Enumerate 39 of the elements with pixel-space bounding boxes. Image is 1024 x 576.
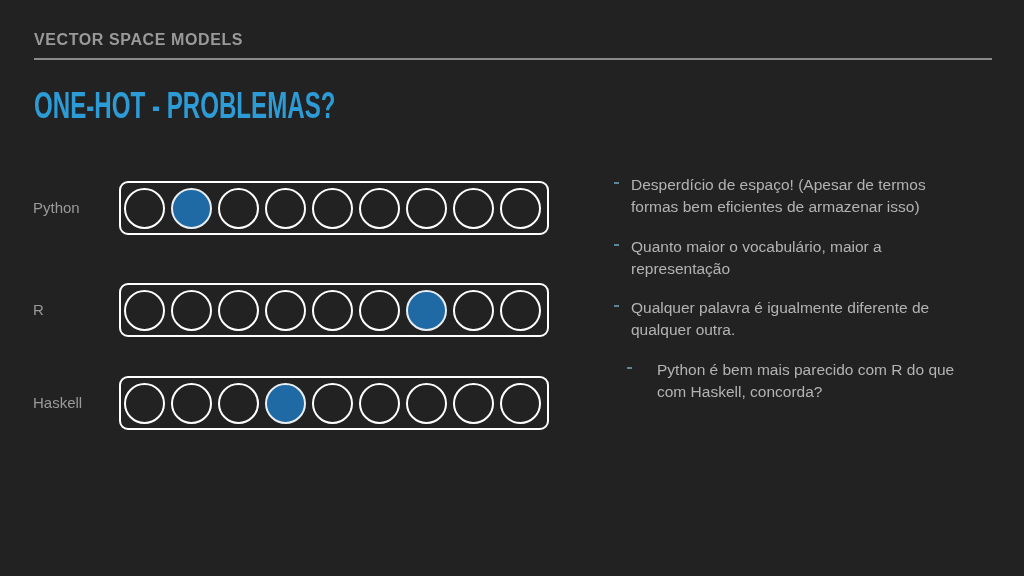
empty-circle — [500, 289, 541, 331]
empty-circle — [453, 382, 494, 424]
empty-circle — [218, 187, 259, 229]
row-label: Haskell — [33, 393, 83, 413]
empty-circle — [124, 187, 165, 229]
filled-circle — [406, 289, 447, 331]
empty-circle — [500, 187, 541, 229]
empty-circle — [406, 187, 447, 229]
empty-circle — [453, 187, 494, 229]
empty-circle — [312, 187, 353, 229]
empty-circle — [500, 382, 541, 424]
section-heading: VECTOR SPACE MODELS — [34, 30, 244, 50]
bullet-text: Python é bem mais parecido com R do que com Haskell, concorda? — [657, 360, 956, 402]
filled-circle — [265, 382, 306, 424]
vector-bar — [119, 283, 549, 337]
vector-bar — [119, 376, 549, 430]
row-label: Python — [33, 198, 80, 218]
empty-circle — [265, 289, 306, 331]
empty-circle — [171, 382, 212, 424]
empty-circle — [124, 289, 165, 331]
empty-circle — [218, 289, 259, 331]
empty-circle — [359, 382, 400, 424]
empty-circle — [265, 187, 306, 229]
bullet-text: Qualquer palavra é igualmente diferente de qualquer outra. — [631, 298, 931, 340]
row-label: R — [33, 300, 44, 320]
bullet-text: Quanto maior o vocabulário, maior a representação — [631, 237, 883, 279]
empty-circle — [218, 382, 259, 424]
empty-circle — [359, 289, 400, 331]
vector-bar — [119, 181, 549, 235]
empty-circle — [453, 289, 494, 331]
empty-circle — [359, 187, 400, 229]
slide-title: ONE-HOT - PROBLEMAS? — [34, 86, 336, 126]
empty-circle — [312, 382, 353, 424]
empty-circle — [171, 289, 212, 331]
empty-circle — [312, 289, 353, 331]
bullet-text: Desperdício de espaço! (Apesar de termos formas bem eficientes de armazenar isso) — [631, 175, 927, 217]
empty-circle — [406, 382, 447, 424]
empty-circle — [124, 382, 165, 424]
filled-circle — [171, 187, 212, 229]
